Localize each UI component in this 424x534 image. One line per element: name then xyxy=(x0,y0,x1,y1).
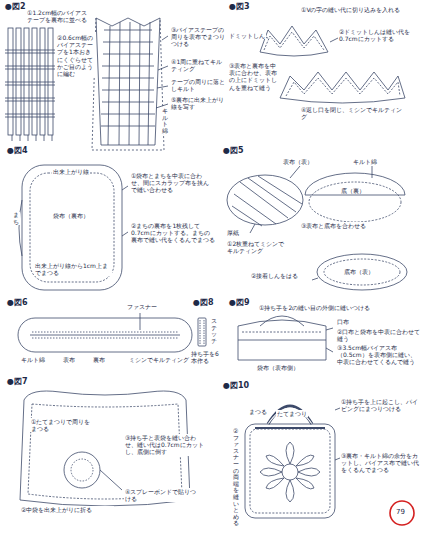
label: ③3.5cm幅バイアス布（0.5cm）を表布側に縫い、中表に合わせてくるんで縫う xyxy=(336,344,422,366)
bottom-pieces xyxy=(227,166,407,290)
figure-heading: ●図7 xyxy=(6,378,29,387)
label: ①Vの字の縫い代に切り込みを入れる xyxy=(300,6,412,13)
figure-heading: ●図5 xyxy=(222,147,245,156)
label: ⑤裏布に出来上がり線を写す xyxy=(170,96,226,110)
label: 裏布 xyxy=(92,356,106,363)
label: 表布（表） xyxy=(282,158,314,165)
label: ④返し口を閉じ、ミシンでキルティング xyxy=(300,106,406,120)
label: ①持ち手を上に起こし、パイピングにまつりつける xyxy=(340,398,422,412)
label: キルト綿 xyxy=(20,356,46,363)
label: ③持ち手と表袋を縫い合わせ、縫い代は0.7cmにカットし、底側に倒す xyxy=(124,434,206,456)
label: ④1周に重ねてキルティング xyxy=(170,58,226,72)
finished-bag xyxy=(245,406,340,518)
flower-motif xyxy=(260,442,320,502)
label: 出来上がり線から1cm上までまつる xyxy=(34,262,112,276)
figure-heading: ●図2 xyxy=(4,3,27,12)
label: ①2枚重ねてミシンでキルティング xyxy=(226,240,290,254)
bias-tape-strips xyxy=(5,28,55,141)
bag-body-gusset xyxy=(19,165,128,290)
label: ④スプレーボンドで貼りつける xyxy=(124,488,198,502)
figure-heading: ●図6 xyxy=(6,299,29,308)
label: 袋布（表布側） xyxy=(256,364,300,371)
label: 出来上がり線 xyxy=(52,168,90,175)
vertical-label: まち xyxy=(12,212,20,225)
label: ①1.2cm幅のバイアステープを裏布に並べる xyxy=(26,9,90,23)
label: ドミットしん xyxy=(228,32,266,39)
bag-with-opening xyxy=(238,316,333,360)
label: ①たてまつりで周りをまつる xyxy=(30,418,92,432)
label: まつる xyxy=(248,408,268,415)
figure-heading: ●図4 xyxy=(6,147,29,156)
label: 底布（表） xyxy=(343,268,375,275)
woven-panel xyxy=(92,18,168,150)
label: ②まちの裏布を1枚残して0.7cmにカットする。まちの裏布で縫い代をくるんでまつ… xyxy=(130,222,216,244)
vertical-label: キルト綿 xyxy=(161,108,169,134)
label: 表布 xyxy=(62,356,76,363)
label: キルト綿 xyxy=(352,158,378,165)
label: テープの周りに落としキルト xyxy=(170,78,226,92)
label: ②口布と袋布を中表に合わせて縫う xyxy=(336,328,422,342)
label: 底（裏） xyxy=(340,187,366,194)
label: ③裏布・キルト綿の余分をカットし、バイアス布で縫い代をくるんでまつる xyxy=(340,452,422,474)
vertical-label: ステッチ xyxy=(210,318,218,344)
figure-heading: ●図8 xyxy=(192,299,215,308)
page-number-circle xyxy=(390,501,414,525)
label: ③表布と底布を合わせる xyxy=(300,222,386,229)
label: ②接着しんをはる xyxy=(250,272,312,279)
label: ③表布と裏布を中表に合わせ、表布の上にドミットしんを重ねて縫う xyxy=(228,62,280,91)
label: 厚紙 xyxy=(226,229,240,236)
label: 持ち手を6本作る xyxy=(190,350,224,364)
label: ①持ち手を2の縫い目の外側に縫いつける xyxy=(258,304,410,311)
label: ②ドミットしんは縫い代を0.7cmにカットする xyxy=(338,28,422,42)
label: ①袋布とまちを中表に合わせ、間にスカラップ布を挟んで縫い合わせる xyxy=(130,172,214,194)
label: 口布 xyxy=(336,318,350,325)
label: ②0.6cm幅のバイアステープを1本おきにくぐらせてかご目のように編む xyxy=(56,34,96,77)
page-number: 79 xyxy=(395,508,406,516)
label: たてまつり xyxy=(276,410,308,417)
label: ③バイアステープの周りを表布でまつりつける xyxy=(170,26,226,48)
label: ファスナー xyxy=(126,303,158,310)
label: 袋布（裏布） xyxy=(52,212,90,219)
label: ミシンでキルティング xyxy=(128,356,190,363)
figure-heading: ●図3 xyxy=(228,3,251,12)
handle-strip xyxy=(198,318,206,346)
vertical-label: ②ファスナーの両端を縫いとめる xyxy=(232,428,240,527)
zipper-gusset xyxy=(18,313,192,352)
label: ②中袋を出来上がりに折る xyxy=(20,506,114,513)
figure-heading: ●図9 xyxy=(228,299,251,308)
figure-heading: ●図10 xyxy=(222,382,250,391)
